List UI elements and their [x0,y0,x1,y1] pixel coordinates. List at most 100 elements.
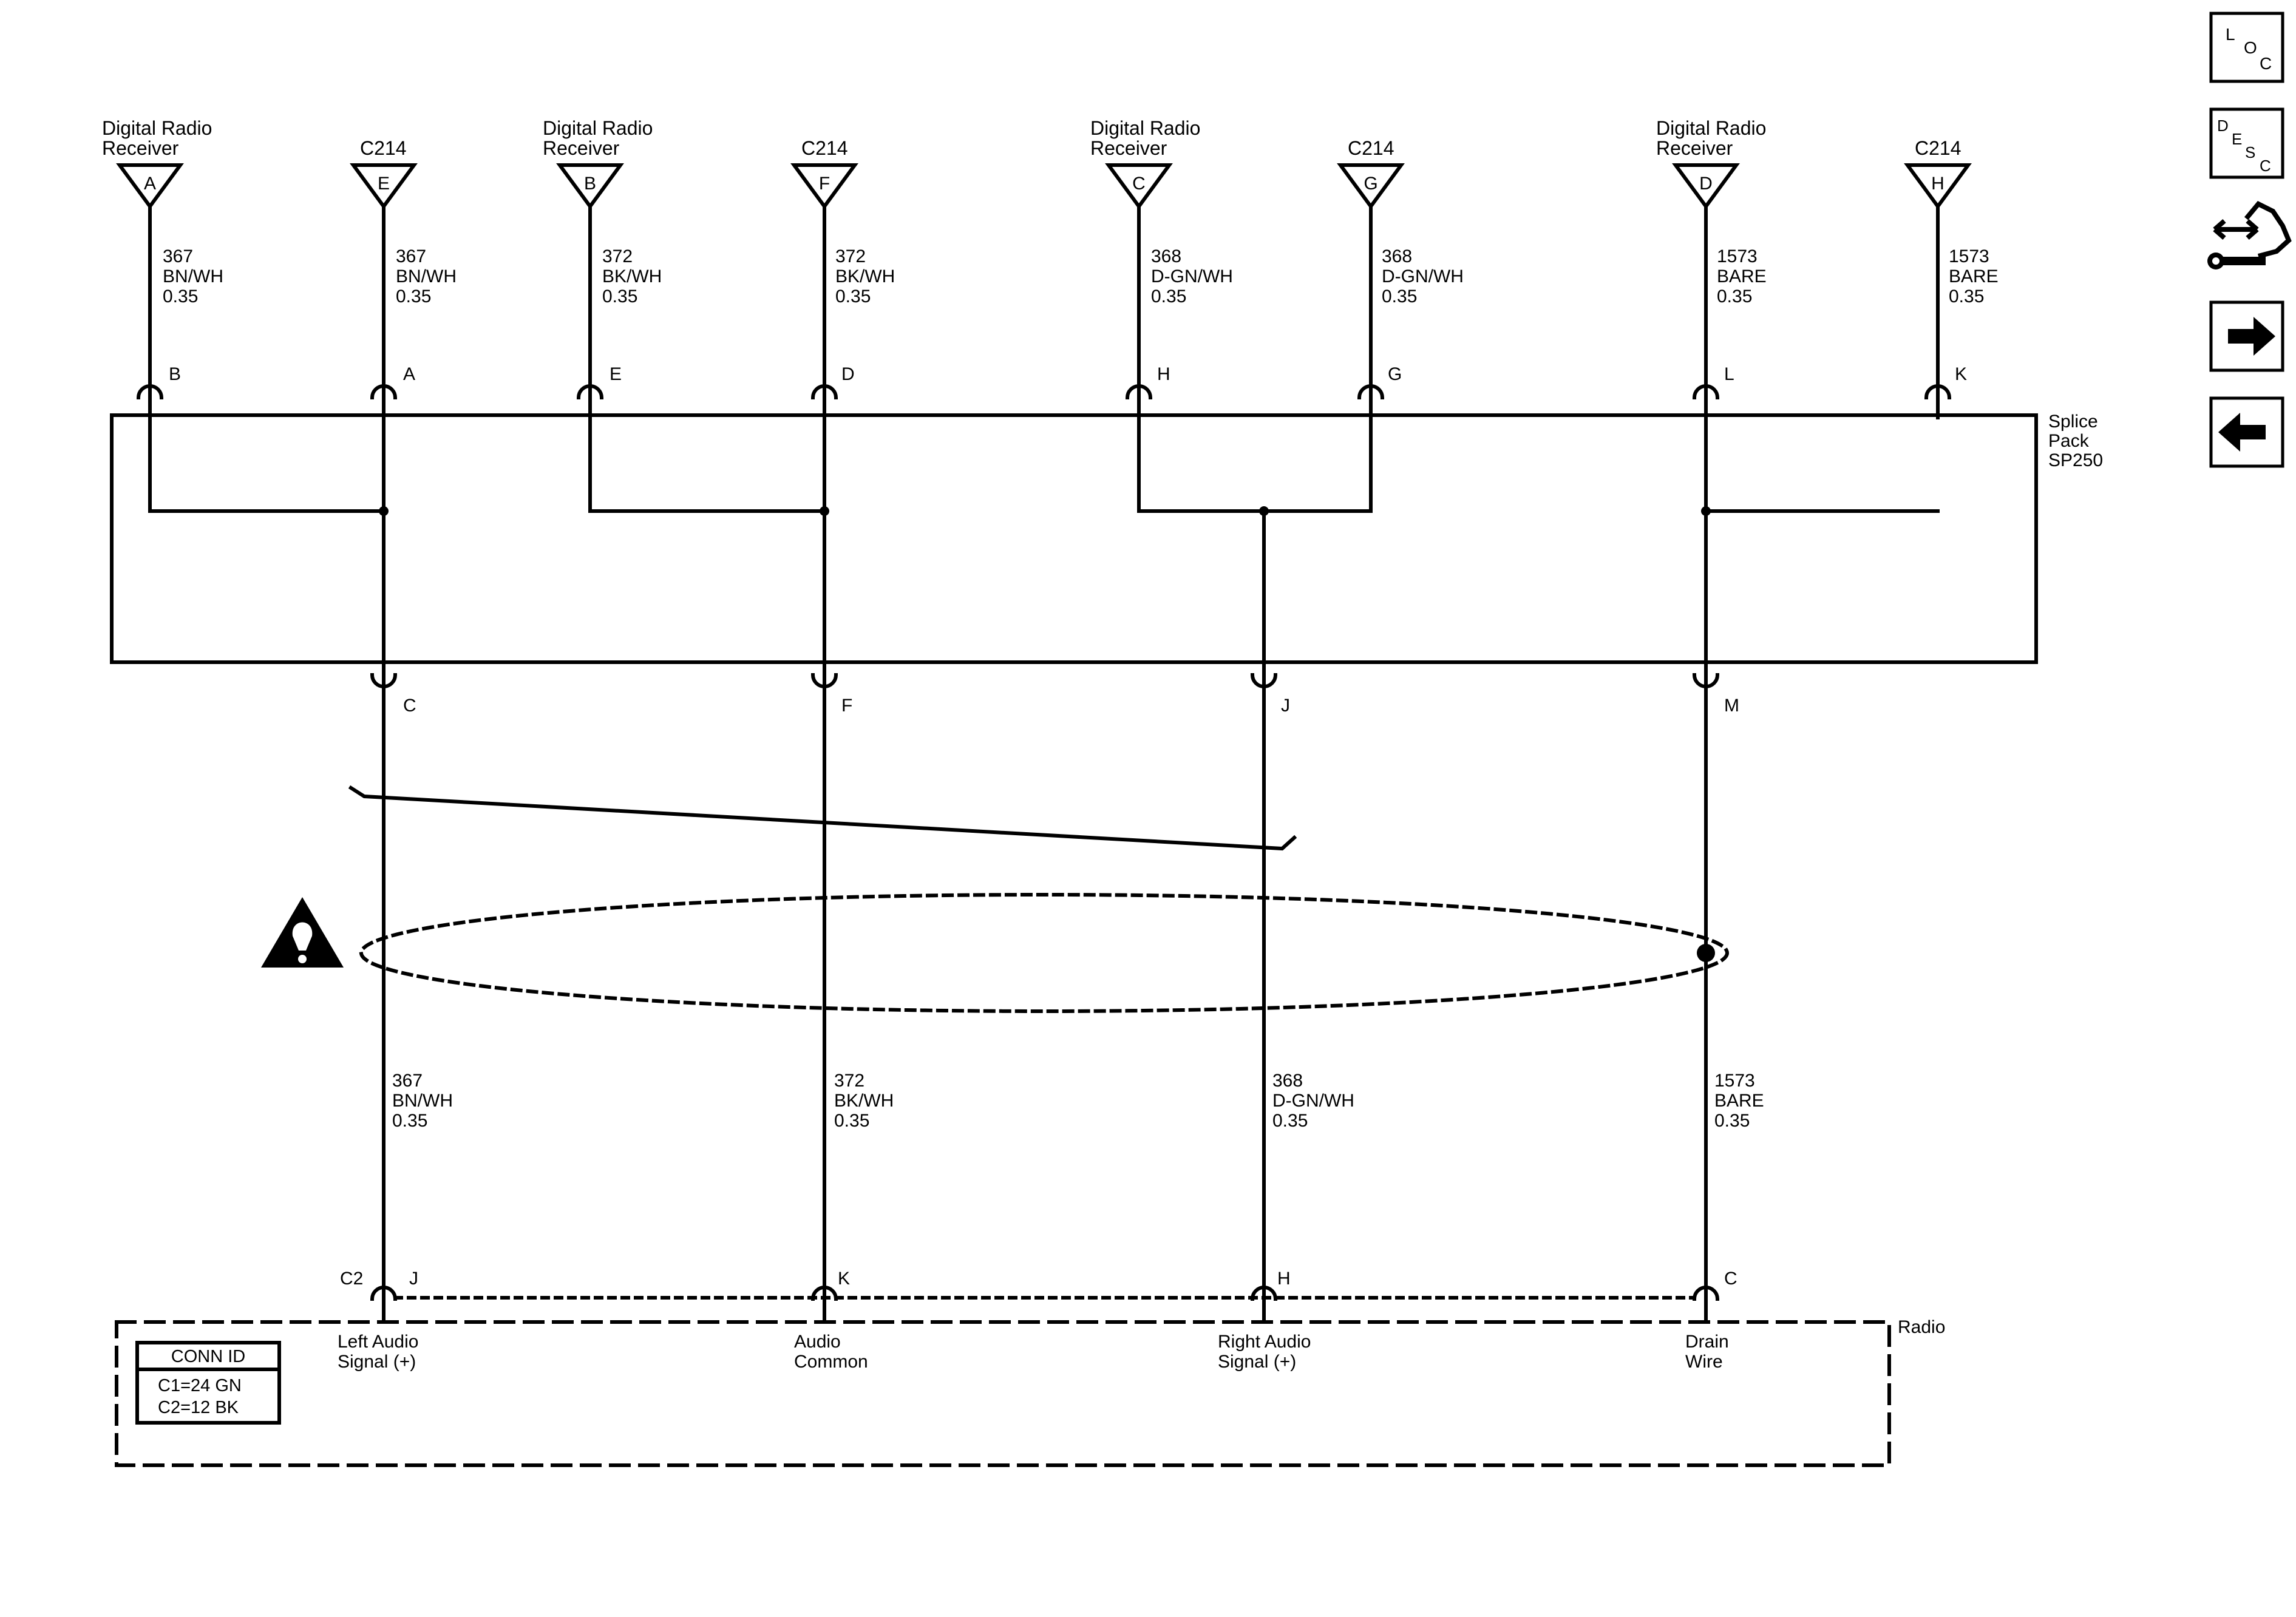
radio-pin-function-label: Drain Wire [1685,1332,1729,1372]
bottom-wire-label: 368 D-GN/WH 0.35 [1272,1071,1354,1131]
splice-top-pin-arcs [136,384,1952,400]
splice-top-pin: D [841,364,855,384]
radio-pin-arcs [370,1286,1720,1301]
top-connector-name: C214 [1915,137,1961,159]
svg-text:0.35: 0.35 [1714,1111,1750,1131]
splice-bottom-pin-arcs [370,673,1720,688]
top-connector-pin: F [819,174,830,194]
svg-text:0.35: 0.35 [163,286,198,307]
svg-text:0.35: 0.35 [392,1111,427,1131]
svg-text:0.35: 0.35 [1382,286,1417,307]
top-connector-pin: B [584,174,596,194]
loc-button[interactable]: L O C [2209,12,2284,83]
connector-triangle-icon [790,163,858,210]
svg-text:0.35: 0.35 [396,286,431,307]
svg-text:Wire: Wire [1685,1352,1723,1372]
radio-pin-function-label: Right Audio Signal (+) [1218,1332,1311,1372]
top-wire-label: 368 D-GN/WH 0.35 [1382,246,1464,307]
top-connector-name: Digital Radio [543,117,653,139]
radio-pin: K [838,1269,850,1289]
harness-routing-icon[interactable] [2207,201,2292,270]
svg-text:368: 368 [1382,246,1412,266]
top-connector-name: Digital Radio [1656,117,1766,139]
svg-text:Splice: Splice [2048,412,2098,432]
radio-component-box [115,1320,1891,1467]
connector-triangle-icon [116,163,184,210]
radio-pin-function-label: Audio Common [794,1332,868,1372]
svg-text:372: 372 [834,1071,864,1091]
svg-text:L: L [2226,25,2235,44]
bottom-wire-label: 1573 BARE 0.35 [1714,1071,1764,1131]
radio-pin-stubs [382,1297,1708,1322]
conn-id-title: CONN ID [171,1347,245,1366]
svg-text:C: C [2260,157,2271,175]
radio-pin-function-label: Left Audio Signal (+) [338,1332,418,1372]
desc-button[interactable]: D E S C [2209,107,2284,179]
top-wire-label: 372 BK/WH 0.35 [602,246,662,307]
splice-top-pin: B [169,364,181,384]
connector-triangle-icon [1105,163,1173,210]
splice-junction-dot [1259,506,1269,516]
svg-text:1573: 1573 [1717,246,1758,266]
svg-text:Signal (+): Signal (+) [1218,1352,1296,1372]
bottom-wires [382,660,1708,1301]
radio-pin: C [1724,1269,1737,1289]
svg-text:C: C [2260,54,2272,73]
svg-text:Drain: Drain [1685,1332,1729,1352]
top-wire-label: 368 D-GN/WH 0.35 [1151,246,1233,307]
previous-arrow-button[interactable] [2209,396,2284,468]
svg-text:1573: 1573 [1949,246,1989,266]
svg-text:O: O [2244,38,2257,57]
top-wire-label: 372 BK/WH 0.35 [835,246,895,307]
svg-text:0.35: 0.35 [1272,1111,1308,1131]
svg-text:S: S [2245,143,2255,161]
radio-component-label: Radio [1898,1317,1945,1337]
top-connector-pin: D [1699,174,1713,194]
top-wire-label: 1573 BARE 0.35 [1717,246,1767,307]
top-connector-name: Digital Radio [1090,117,1200,139]
svg-text:372: 372 [602,246,633,266]
svg-text:BARE: BARE [1717,266,1767,286]
splice-bottom-pin: C [403,696,416,716]
svg-text:BARE: BARE [1949,266,1999,286]
connector-triangle-icon [350,163,418,210]
next-arrow-button[interactable] [2209,300,2284,372]
splice-pack-box [110,413,2038,664]
top-connector-name: Receiver [543,137,620,159]
splice-bottom-pin: J [1281,696,1290,716]
svg-text:D-GN/WH: D-GN/WH [1151,266,1233,286]
top-connector-name: C214 [801,137,848,159]
top-wires [148,205,1940,419]
side-nav: L O C D E S C [2207,12,2292,468]
svg-text:Signal (+): Signal (+) [338,1352,416,1372]
svg-text:372: 372 [835,246,866,266]
svg-text:D-GN/WH: D-GN/WH [1382,266,1464,286]
top-connector-name: Receiver [1090,137,1167,159]
conn-id-c2: C2=12 BK [158,1398,239,1417]
splice-top-pin: A [403,364,415,384]
conn-id-table [135,1341,281,1425]
shield-drain-junction-dot [1697,944,1715,962]
svg-text:367: 367 [396,246,426,266]
splice-junction-dot [820,506,829,516]
bottom-wire-label: 367 BN/WH 0.35 [392,1071,453,1131]
svg-text:BN/WH: BN/WH [392,1091,453,1111]
top-wire-label: 367 BN/WH 0.35 [163,246,223,307]
svg-text:Common: Common [794,1352,868,1372]
caution-warning-icon[interactable] [261,897,344,968]
svg-text:0.35: 0.35 [834,1111,869,1131]
splice-junction-dot [1701,506,1711,516]
top-connector-pin: E [378,174,390,194]
svg-text:367: 367 [163,246,193,266]
svg-text:D-GN/WH: D-GN/WH [1272,1091,1354,1111]
svg-text:D: D [2217,117,2229,135]
splice-top-pin: E [610,364,622,384]
svg-text:367: 367 [392,1071,423,1091]
top-connector-pin: A [144,174,156,194]
svg-text:368: 368 [1272,1071,1303,1091]
splice-bottom-pin: M [1724,696,1739,716]
top-connector-pin: H [1931,174,1944,194]
svg-text:SP250: SP250 [2048,450,2103,470]
splice-top-pin: H [1157,364,1170,384]
